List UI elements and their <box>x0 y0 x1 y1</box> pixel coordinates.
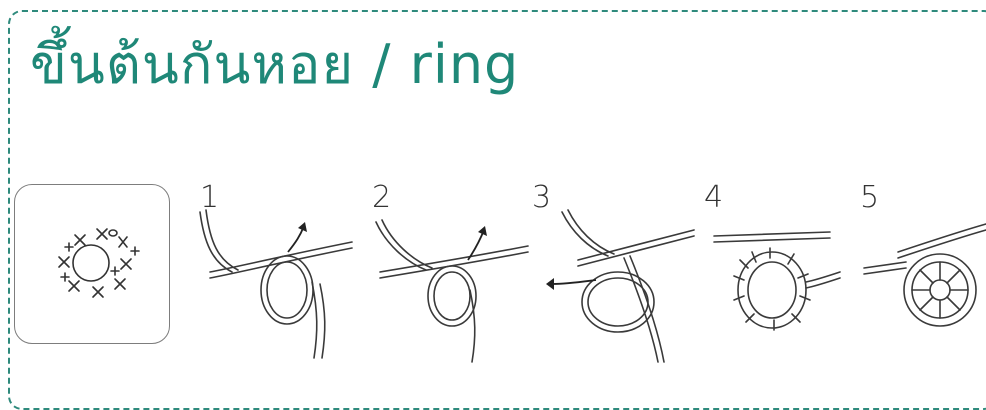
symbol-card <box>14 184 170 344</box>
step-1: 1 <box>192 172 362 372</box>
step-3: 3 <box>528 172 698 382</box>
crochet-magic-ring-chart-icon <box>15 185 171 345</box>
step-2: 2 <box>366 172 536 372</box>
step-5: 5 <box>858 172 986 372</box>
finished-ring-icon <box>858 172 986 372</box>
step-4: 4 <box>700 172 850 372</box>
hook-pull-yarn-icon <box>528 172 698 382</box>
page-title: ขึ้นต้นกันหอย / ring <box>30 38 519 92</box>
ring-with-stitches-icon <box>700 172 850 372</box>
hook-yarn-loop-icon <box>192 172 362 372</box>
hook-through-loop-icon <box>366 172 536 372</box>
